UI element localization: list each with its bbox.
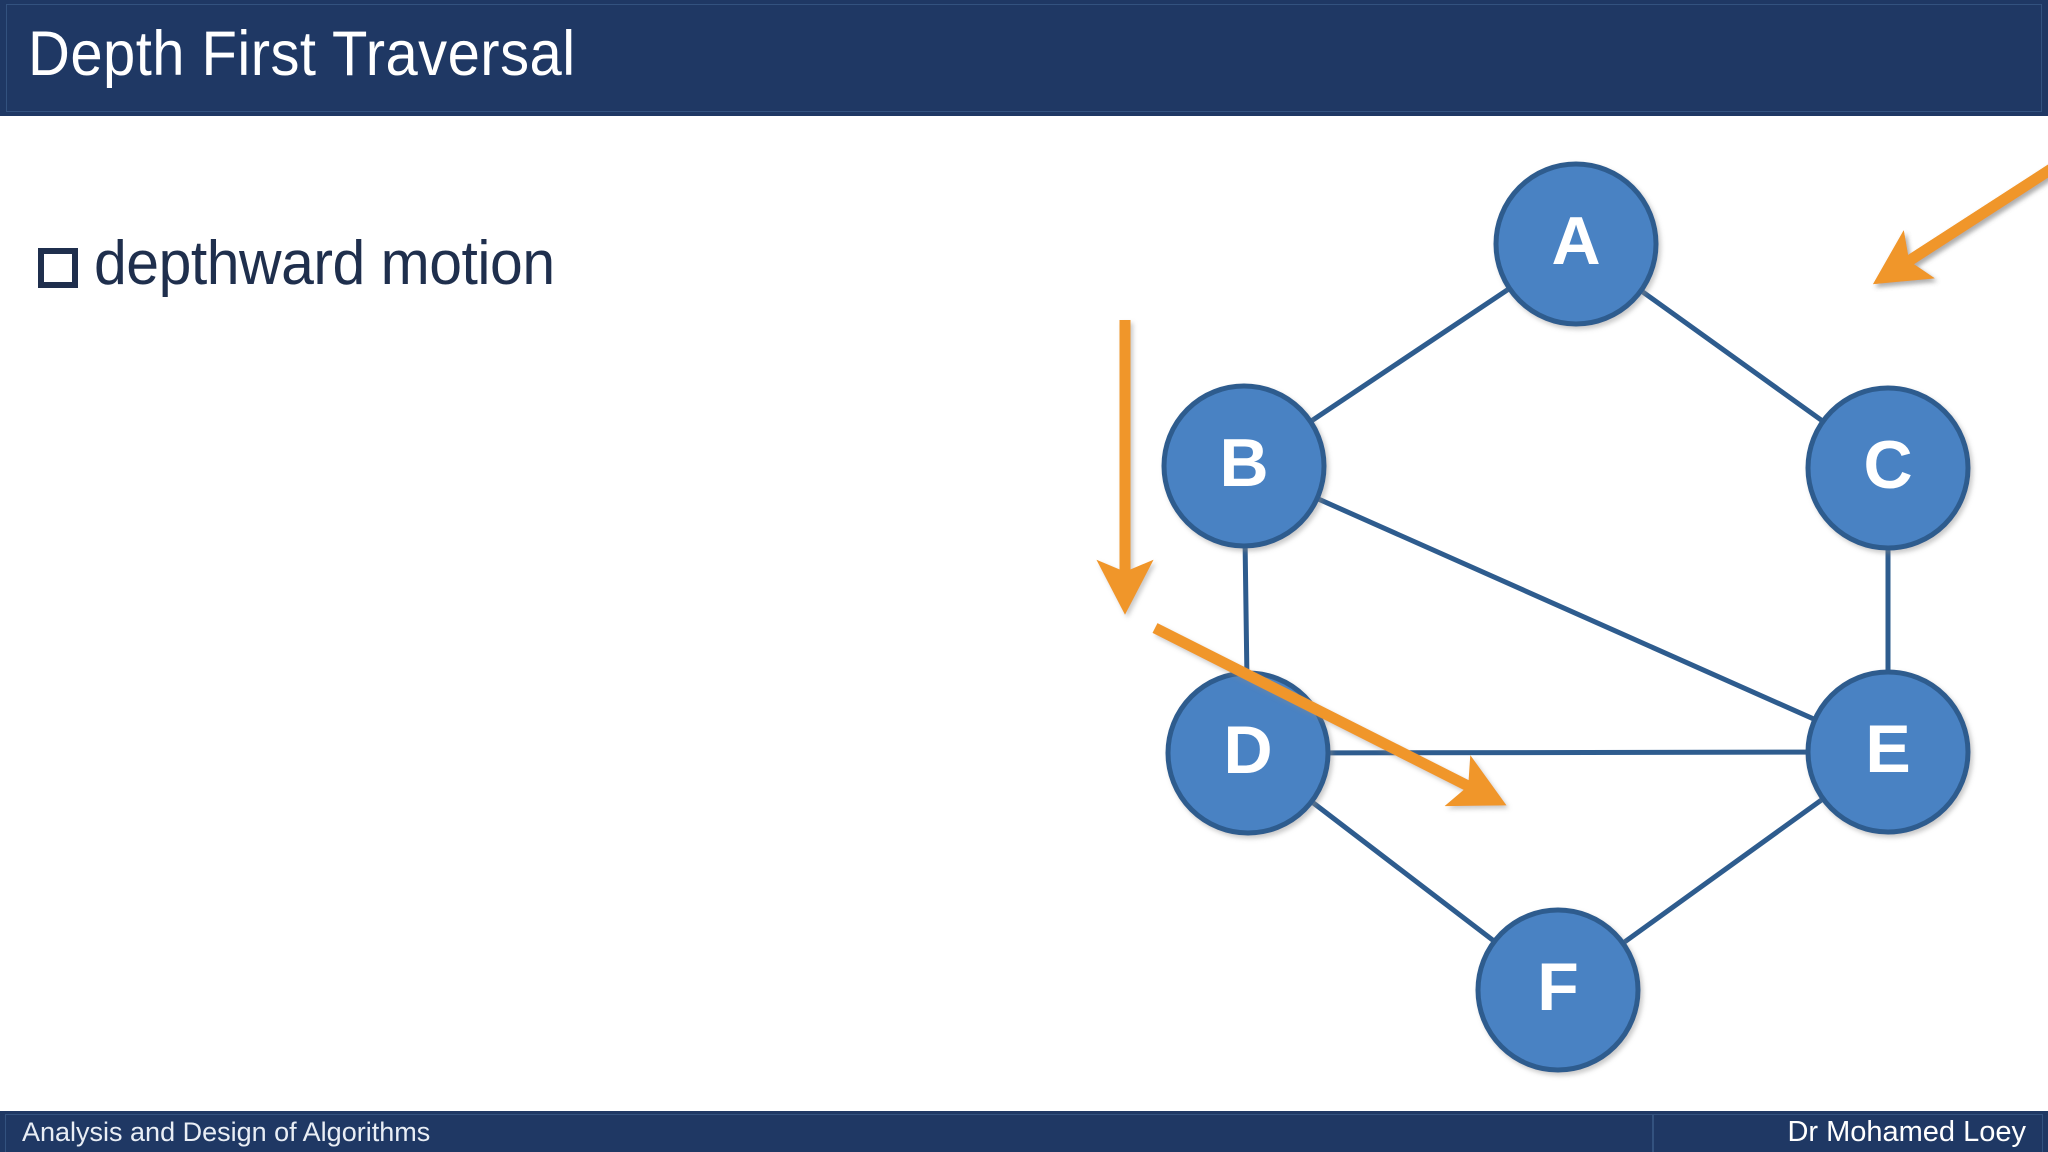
graph-node-d[interactable]: [1165, 670, 1331, 836]
slide-footer-bar: Analysis and Design of Algorithms Dr Moh…: [0, 1111, 2048, 1152]
slide-title-bar: Depth First Traversal: [0, 0, 2048, 116]
footer-divider: [1652, 1115, 1654, 1152]
graph-edges: [1241, 241, 1891, 993]
graph-node-f[interactable]: [1475, 907, 1641, 1073]
hollow-square-bullet-icon: [38, 247, 78, 288]
bullet-item: depthward motion: [38, 228, 579, 299]
bullet-item-label: depthward motion: [94, 229, 555, 298]
graph-node-a[interactable]: [1493, 161, 1659, 327]
graph-svg: [1096, 161, 2048, 1073]
arrow-depth-d-f-icon: [1152, 623, 1507, 807]
edge-b-e: [1241, 463, 1891, 755]
footer-course-title: Analysis and Design of Algorithms: [22, 1117, 431, 1147]
graph-nodes: [1161, 161, 1971, 1073]
traversal-arrows-2: [1096, 164, 2048, 807]
page-title: Depth First Traversal: [28, 19, 576, 89]
arrow-depth-a-b-icon: [1873, 164, 2048, 285]
graph-node-b[interactable]: [1161, 383, 1327, 549]
edge-d-e: [1245, 749, 1891, 756]
footer-author: Dr Mohamed Loey: [1787, 1116, 2026, 1148]
graph-diagram: A B C D E F: [1060, 130, 2048, 1090]
graph-node-e[interactable]: [1805, 669, 1971, 835]
graph-node-c[interactable]: [1805, 385, 1971, 551]
